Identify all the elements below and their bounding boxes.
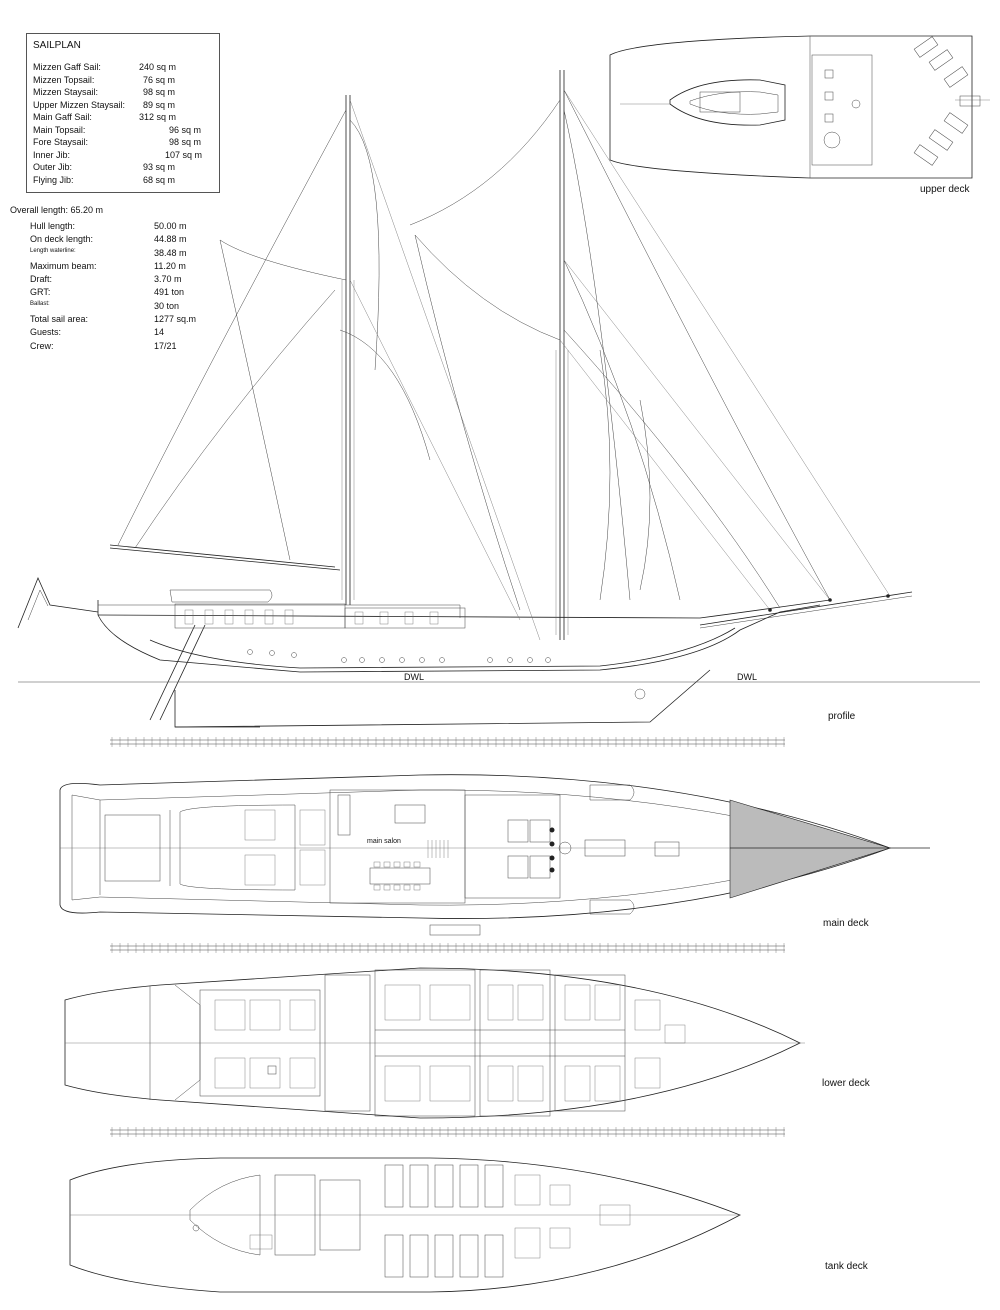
- sailplan-row: Mizzen Topsail: 76 sq m: [33, 75, 217, 88]
- spec-name: Length waterline:: [30, 247, 76, 254]
- spec-row: Draft: 3.70 m: [30, 273, 230, 286]
- main-deck-plan: [59, 774, 930, 936]
- sail-area: 312 sq m: [139, 112, 177, 122]
- sail-area: 76 sq m: [143, 74, 176, 85]
- tank-deck-label: tank deck: [825, 1261, 868, 1272]
- sail-area: 89 sq m: [143, 99, 176, 110]
- sail-name: Mizzen Topsail:: [33, 74, 95, 85]
- lower-deck-label: lower deck: [822, 1078, 870, 1089]
- spec-list: Hull length: 50.00 m On deck length: 44.88…: [30, 220, 230, 353]
- sail-name: Flying Jib:: [33, 174, 74, 185]
- spec-name: Total sail area:: [30, 314, 89, 325]
- spec-name: Hull length:: [30, 221, 76, 231]
- sailplan-row: Fore Staysail: 98 sq m: [33, 137, 217, 150]
- sailplan-rows: Mizzen Gaff Sail: 240 sq m Mizzen Topsail…: [33, 62, 217, 187]
- spec-value: 17/21: [154, 340, 177, 351]
- sailplan-row: Main Topsail: 96 sq m: [33, 125, 217, 138]
- tank-deck-plan: [69, 1157, 741, 1293]
- spec-value: 491 ton: [154, 287, 185, 298]
- profile-label: profile: [828, 711, 856, 722]
- sailplan-row: Main Gaff Sail: 312 sq m: [33, 112, 217, 125]
- spec-name: GRT:: [30, 287, 51, 298]
- spec-row: Ballast: 30 ton: [30, 300, 230, 313]
- sail-area: 107 sq m: [165, 149, 203, 160]
- spec-name: Maximum beam:: [30, 260, 97, 271]
- lower-deck-plan: [64, 967, 805, 1119]
- sail-area: 93 sq m: [143, 162, 176, 172]
- sail-area: 96 sq m: [169, 124, 202, 135]
- sailplan-row: Outer Jib: 93 sq m: [33, 162, 217, 175]
- sailplan-title: SAILPLAN: [33, 40, 81, 51]
- spec-name: Ballast:: [30, 300, 50, 307]
- spec-row: Total sail area: 1277 sq.m: [30, 313, 230, 326]
- spec-value: 30 ton: [154, 300, 180, 311]
- sailplan-row: Mizzen Staysail: 98 sq m: [33, 87, 217, 100]
- spec-row: Hull length: 50.00 m: [30, 220, 230, 233]
- sail-name: Mizzen Staysail:: [33, 87, 99, 97]
- sailplan-row: Upper Mizzen Staysail: 89 sq m: [33, 100, 217, 113]
- upper-deck-label: upper deck: [920, 184, 970, 195]
- profile-view: [17, 70, 980, 728]
- sailplan-row: Flying Jib: 68 sq m: [33, 175, 217, 188]
- spec-value: 14: [154, 327, 165, 338]
- sailplan-table: SAILPLAN Mizzen Gaff Sail: 240 sq m Mizze…: [26, 33, 220, 193]
- spec-value: 1277 sq.m: [154, 314, 197, 325]
- sail-area: 68 sq m: [143, 174, 176, 185]
- sailplan-row: Mizzen Gaff Sail: 240 sq m: [33, 62, 217, 75]
- spec-name: Crew:: [30, 340, 54, 351]
- dwl-label: DWL: [404, 672, 424, 682]
- spec-value: 50.00 m: [154, 221, 187, 231]
- spec-row: GRT: 491 ton: [30, 286, 230, 299]
- spec-value: 44.88 m: [154, 234, 187, 245]
- sail-area: 240 sq m: [139, 62, 177, 72]
- sail-name: Outer Jib:: [33, 162, 73, 172]
- spec-row: Guests: 14: [30, 326, 230, 339]
- sail-name: Upper Mizzen Staysail:: [33, 99, 126, 110]
- sail-name: Main Gaff Sail:: [33, 112, 92, 122]
- sail-name: Fore Staysail:: [33, 137, 89, 147]
- main-salon-label: main salon: [367, 838, 401, 845]
- overall-length: Overall length: 65.20 m: [10, 205, 104, 215]
- dwl-label: DWL: [737, 672, 757, 682]
- sail-area: 98 sq m: [169, 137, 202, 147]
- sail-name: Inner Jib:: [33, 149, 71, 160]
- spec-row: Maximum beam: 11.20 m: [30, 260, 230, 273]
- spec-name: Guests:: [30, 327, 62, 338]
- sail-area: 98 sq m: [143, 87, 176, 97]
- upper-deck-plan: [609, 35, 990, 179]
- spec-row: On deck length: 44.88 m: [30, 233, 230, 246]
- spec-value: 38.48 m: [154, 247, 187, 258]
- spec-value: 3.70 m: [154, 274, 182, 285]
- sailplan-row: Inner Jib: 107 sq m: [33, 150, 217, 163]
- spec-row: Crew: 17/21: [30, 340, 230, 353]
- sail-name: Mizzen Gaff Sail:: [33, 62, 101, 72]
- main-deck-label: main deck: [823, 918, 869, 929]
- sail-name: Main Topsail:: [33, 124, 86, 135]
- spec-row: Length waterline: 38.48 m: [30, 247, 230, 260]
- scale-rulers: [110, 737, 785, 1137]
- spec-name: On deck length:: [30, 234, 94, 245]
- spec-name: Draft:: [30, 274, 53, 285]
- spec-value: 11.20 m: [154, 260, 186, 271]
